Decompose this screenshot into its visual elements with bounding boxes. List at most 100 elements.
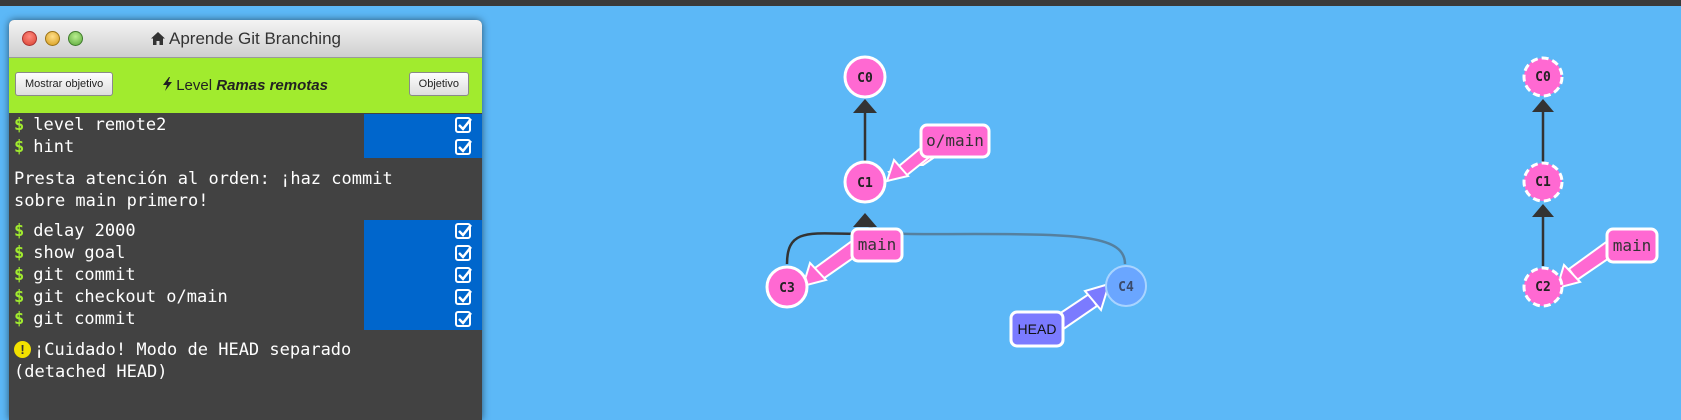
goal-branch-main[interactable]: main: [1555, 227, 1659, 290]
commit-c3[interactable]: C3: [765, 265, 809, 309]
main-branch-box: [850, 227, 904, 263]
command-status-bar: [364, 242, 482, 264]
commit-c0[interactable]: C0: [843, 55, 887, 99]
level-indicator[interactable]: Level Ramas remotas: [159, 58, 332, 113]
checkbox-checked-icon: [455, 267, 472, 283]
prompt-symbol: $: [14, 287, 25, 307]
command-row[interactable]: $ git commit: [14, 308, 482, 330]
head-label: HEAD: [1018, 321, 1057, 337]
commit-node: [1105, 265, 1147, 307]
goal-edge-c2-c1-arrowhead: [1532, 204, 1554, 217]
checkbox-checked-icon: [455, 311, 472, 327]
objective-button[interactable]: Objetivo: [408, 72, 469, 96]
commit-c1[interactable]: C1: [843, 160, 887, 204]
commit-node: [1522, 266, 1564, 308]
window-title: Aprende Git Branching: [9, 20, 482, 57]
command-status-bar: [364, 308, 482, 330]
head-pointer[interactable]: HEAD: [1009, 282, 1111, 348]
command-row[interactable]: $ level remote2: [14, 114, 482, 136]
minimize-window-button[interactable]: [45, 31, 60, 46]
branch-o-main[interactable]: o/main: [885, 123, 991, 183]
window-title-text: Aprende Git Branching: [169, 29, 341, 48]
main-branch-label: main: [858, 235, 897, 254]
command-status-bar: [364, 114, 482, 136]
o-main-branch-box: [919, 123, 991, 159]
command-text: git checkout o/main: [33, 287, 228, 307]
command-status-bar: [364, 264, 482, 286]
command-row[interactable]: $ delay 2000: [14, 220, 482, 242]
command-row[interactable]: $ git checkout o/main: [14, 286, 482, 308]
branch-main[interactable]: main: [801, 227, 904, 288]
close-window-button[interactable]: [22, 31, 37, 46]
command-text: level remote2: [33, 115, 167, 135]
level-prefix: Level: [176, 77, 213, 94]
goal-commit-c2[interactable]: C2: [1522, 266, 1564, 308]
top-bar: [0, 0, 1681, 6]
goal-commit-c0[interactable]: C0: [1522, 56, 1564, 98]
goal-commit-c1[interactable]: C1: [1522, 161, 1564, 203]
o-main-branch-arrowhead: [885, 158, 910, 183]
commit-c4[interactable]: C4: [1105, 265, 1147, 307]
command-status-bar: [364, 286, 482, 308]
edge-c4-c1: [868, 225, 1127, 265]
head-arrowhead: [1083, 282, 1111, 313]
command-history-group: $ level remote2 $ hint: [14, 114, 482, 158]
prompt-symbol: $: [14, 309, 25, 329]
prompt-symbol: $: [14, 221, 25, 241]
o-main-branch-label: o/main: [926, 131, 984, 150]
title-bar: Aprende Git Branching: [9, 20, 482, 58]
warning-text: ¡Cuidado! Modo de HEAD separado (detache…: [14, 340, 352, 382]
checkbox-checked-icon: [455, 289, 472, 305]
command-status-bar: [364, 220, 482, 242]
commit-node: [1522, 161, 1564, 203]
prompt-symbol: $: [14, 265, 25, 285]
edge-c3-c1: [785, 232, 866, 265]
checkbox-checked-icon: [455, 245, 472, 261]
goal-main-branch-box: [1605, 227, 1659, 264]
prompt-symbol: $: [14, 243, 25, 263]
commit-label: C0: [857, 71, 873, 86]
command-text: hint: [33, 137, 75, 157]
level-toolbar: Mostrar objetivo Level Ramas remotas Obj…: [9, 58, 482, 113]
home-icon: [151, 32, 165, 45]
command-status-bar: [364, 136, 482, 158]
command-history-group: $ delay 2000 $ show goal $ git commit $ git che…: [14, 220, 482, 330]
command-text: show goal: [33, 243, 126, 263]
terminal-window: Aprende Git Branching Mostrar objetivo L…: [9, 20, 482, 420]
commit-node: [843, 55, 887, 99]
checkbox-checked-icon: [455, 223, 472, 239]
goal-tree-edges: [1532, 99, 1554, 266]
commit-label: C1: [1535, 175, 1551, 190]
commit-label: C3: [779, 281, 795, 296]
command-text: git commit: [33, 309, 136, 329]
commit-label: C2: [1535, 280, 1551, 295]
command-row[interactable]: $ git commit: [14, 264, 482, 286]
warning-icon: !: [14, 341, 31, 358]
command-row[interactable]: $ show goal: [14, 242, 482, 264]
prompt-symbol: $: [14, 137, 25, 157]
goal-edge-c1-c0-arrowhead: [1532, 99, 1554, 112]
checkbox-checked-icon: [455, 117, 472, 133]
show-goal-button[interactable]: Mostrar objetivo: [15, 72, 114, 96]
commit-node: [765, 265, 809, 309]
command-text: git commit: [33, 265, 136, 285]
commit-node: [843, 160, 887, 204]
main-branch-arrowhead: [801, 261, 828, 288]
command-console: $ level remote2 $ hint Presta atención al o…: [9, 113, 482, 383]
command-text: delay 2000: [33, 221, 136, 241]
maximize-window-button[interactable]: [68, 31, 83, 46]
edge-c1-c0-arrowhead: [853, 99, 877, 113]
head-box: [1009, 310, 1065, 348]
commit-label: C4: [1118, 280, 1134, 295]
goal-main-branch-label: main: [1613, 236, 1652, 255]
commit-label: C1: [857, 176, 873, 191]
prompt-symbol: $: [14, 115, 25, 135]
checkbox-checked-icon: [455, 139, 472, 155]
edge-c3-c1-arrowhead: [853, 213, 877, 227]
commit-node: [1522, 56, 1564, 98]
warning-message: !¡Cuidado! Modo de HEAD separado (detach…: [14, 330, 482, 383]
command-row[interactable]: $ hint: [14, 136, 482, 158]
hint-message: Presta atención al orden: ¡haz commit so…: [14, 169, 393, 211]
commit-label: C0: [1535, 70, 1551, 85]
